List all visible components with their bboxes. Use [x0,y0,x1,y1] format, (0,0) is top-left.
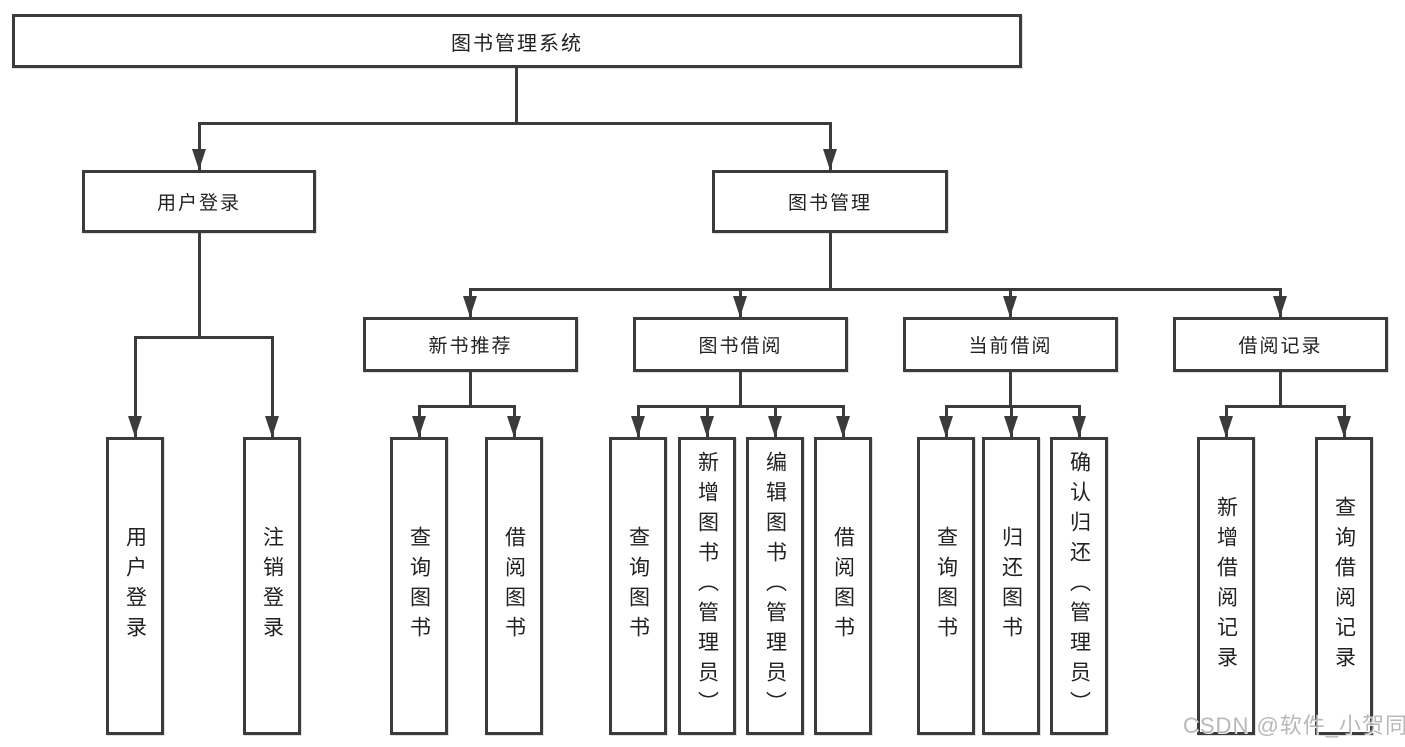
connector-root-stem [515,68,518,122]
arrow-down-icon [192,149,206,170]
node-label: 用户登录 [156,193,241,214]
arrow-down-icon [1003,296,1017,317]
leaf-cb-confirm-return-admin: 确认归还（管理员） [1050,437,1108,735]
leaf-bb-add-books-admin: 新增图书（管理员） [678,437,736,735]
connector-nb-rail [418,405,516,408]
arrow-down-icon [128,416,142,437]
leaf-bb-edit-books-admin: 编辑图书（管理员） [746,437,804,735]
connector-leaf-drop [271,336,274,437]
node-book-management: 图书管理 [712,170,948,233]
connector-user-login-stem [198,233,201,336]
arrow-down-icon [939,416,953,437]
leaf-cb-query-books: 查询图书 [917,437,975,735]
node-label: 新书推荐 [428,336,513,357]
arrow-down-icon [1337,416,1351,437]
connector-bb-stem [739,372,742,405]
arrow-down-icon [1219,416,1233,437]
leaf-label: 编辑图书（管理员） [763,451,787,721]
arrow-down-icon [265,416,279,437]
connector-book-mgmt-stem [829,233,832,288]
leaf-label: 新增借阅记录 [1214,496,1238,676]
arrow-down-icon [412,416,426,437]
leaf-br-query-record: 查询借阅记录 [1315,437,1373,735]
node-user-login: 用户登录 [82,170,316,233]
connector-level3-rail [469,288,1282,291]
node-label: 图书管理系统 [451,32,583,55]
leaf-label: 借阅图书 [502,526,526,646]
connector-br-stem [1279,372,1282,405]
node-label: 图书借阅 [698,336,783,357]
leaf-label: 用户登录 [123,526,147,646]
connector-bb-rail [637,405,845,408]
connector-leaf-drop [134,336,137,437]
csdn-watermark: CSDN @软件_小贺同学 [1183,713,1405,738]
leaf-label: 归还图书 [999,526,1023,646]
arrow-down-icon [1072,416,1086,437]
arrow-down-icon [836,416,850,437]
leaf-label: 查询图书 [407,526,431,646]
node-book-management-system: 图书管理系统 [12,14,1022,68]
leaf-label: 确认归还（管理员） [1067,451,1091,721]
node-book-borrowing: 图书借阅 [633,317,848,372]
arrow-down-icon [1273,296,1287,317]
node-label: 图书管理 [787,193,872,214]
node-label: 借阅记录 [1238,336,1323,357]
leaf-label: 新增图书（管理员） [695,451,719,721]
arrow-down-icon [1004,416,1018,437]
connector-level2-rail [198,122,832,125]
leaf-nb-borrow-books: 借阅图书 [485,437,543,735]
connector-user-login-drop [198,122,201,170]
leaf-label: 查询图书 [934,526,958,646]
arrow-down-icon [768,416,782,437]
arrow-down-icon [700,416,714,437]
node-borrowing-records: 借阅记录 [1173,317,1388,372]
leaf-bb-borrow-books: 借阅图书 [814,437,872,735]
arrow-down-icon [823,149,837,170]
connector-cb-rail [945,405,1081,408]
connector-user-login-rail [134,336,274,339]
connector-br-rail [1225,405,1345,408]
leaf-bb-query-books: 查询图书 [609,437,667,735]
leaf-label: 注销登录 [260,526,284,646]
connector-cb-stem [1009,372,1012,405]
connector-book-mgmt-drop [829,122,832,170]
leaf-label: 借阅图书 [831,526,855,646]
leaf-nb-query-books: 查询图书 [390,437,448,735]
arrow-down-icon [463,296,477,317]
node-label: 当前借阅 [968,336,1053,357]
leaf-label: 查询图书 [626,526,650,646]
leaf-label: 查询借阅记录 [1332,496,1356,676]
node-new-book-recommend: 新书推荐 [363,317,578,372]
leaf-cb-return-books: 归还图书 [982,437,1040,735]
arrow-down-icon [733,296,747,317]
node-current-borrowing: 当前借阅 [903,317,1118,372]
connector-nb-stem [469,372,472,405]
leaf-logout: 注销登录 [243,437,301,735]
leaf-user-login: 用户登录 [106,437,164,735]
arrow-down-icon [507,416,521,437]
arrow-down-icon [631,416,645,437]
leaf-br-add-record: 新增借阅记录 [1197,437,1255,735]
